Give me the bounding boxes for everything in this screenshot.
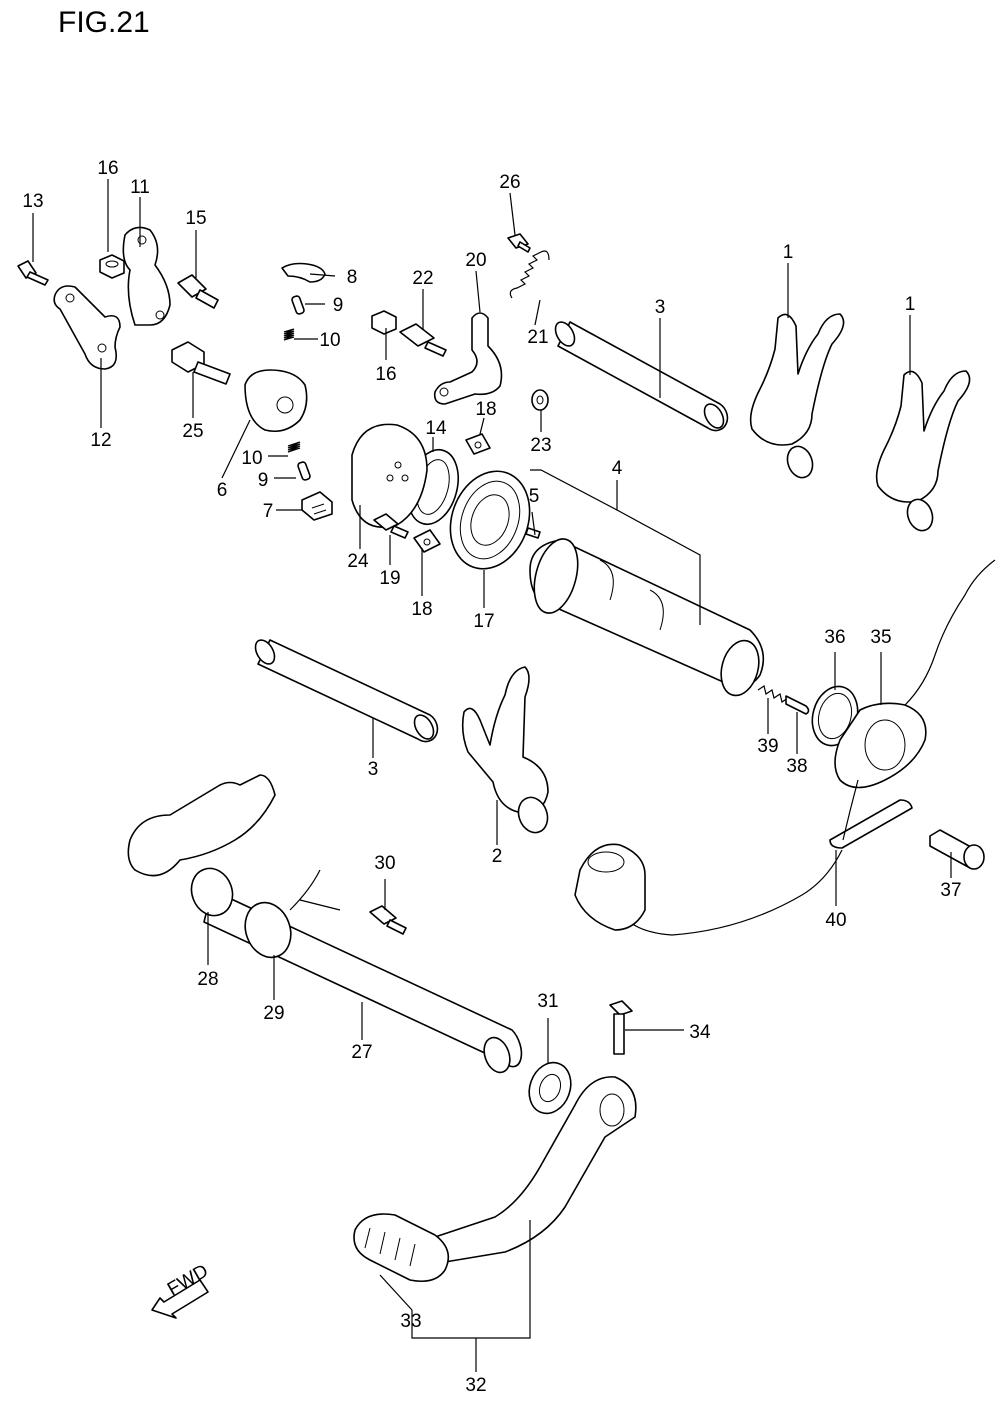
callout-label-9: 9 xyxy=(333,295,344,316)
part-35-switch xyxy=(834,559,996,789)
part-10-spring-lower xyxy=(287,441,301,453)
callout-label-19: 19 xyxy=(379,568,400,589)
callout-label-14: 14 xyxy=(425,418,447,439)
callout-label-6: 6 xyxy=(217,480,228,501)
callout-label-16: 16 xyxy=(375,364,396,385)
callout-label-15: 15 xyxy=(185,208,206,229)
part-3-shaft-upper xyxy=(554,321,729,432)
part-17-bearing xyxy=(449,470,531,570)
part-6-cam xyxy=(244,369,308,433)
part-23-washer xyxy=(531,389,549,411)
callout-label-8: 8 xyxy=(347,267,358,288)
part-40-clamp xyxy=(626,779,913,936)
leader-lines xyxy=(32,179,952,1372)
callout-label-34: 34 xyxy=(689,1022,711,1043)
callout-label-22: 22 xyxy=(412,268,433,289)
callout-label-38: 38 xyxy=(786,756,807,777)
callout-label-4: 4 xyxy=(612,458,623,479)
part-20-arm xyxy=(433,312,503,405)
callout-label-5: 5 xyxy=(529,486,540,507)
part-30-bolt xyxy=(369,905,407,935)
part-28-collar xyxy=(190,867,234,917)
part-19-bolt xyxy=(373,513,409,539)
part-21-spring xyxy=(509,250,550,299)
callout-label-29: 29 xyxy=(263,1003,284,1024)
callout-label-21: 21 xyxy=(527,327,548,348)
part-29-spring xyxy=(244,869,341,959)
figure-title: FIG.21 xyxy=(58,6,150,39)
part-37-bolt xyxy=(929,829,985,870)
callout-label-9: 9 xyxy=(258,470,269,491)
callout-label-23: 23 xyxy=(530,435,551,456)
part-4-shift-drum xyxy=(529,538,765,697)
callout-label-37: 37 xyxy=(940,880,961,901)
callout-label-10: 10 xyxy=(319,330,340,351)
callout-label-10: 10 xyxy=(241,448,262,469)
part-13-screw xyxy=(17,260,49,286)
callout-label-2: 2 xyxy=(492,846,503,867)
part-18-washer-lower xyxy=(413,529,441,553)
callout-label-31: 31 xyxy=(537,991,558,1012)
part-24-drum-plate xyxy=(351,423,428,529)
callout-label-24: 24 xyxy=(347,551,369,572)
part-12-plate xyxy=(53,285,121,370)
callout-label-7: 7 xyxy=(263,501,274,522)
callout-label-36: 36 xyxy=(824,627,845,648)
part-16-nut xyxy=(99,254,125,279)
part-16-nut-middle xyxy=(371,310,397,335)
callout-label-12: 12 xyxy=(90,430,111,451)
callout-label-25: 25 xyxy=(182,421,203,442)
part-11-plate xyxy=(122,226,171,326)
part-8-pawl xyxy=(281,262,326,283)
part-1-fork-a xyxy=(749,313,845,479)
callout-label-40: 40 xyxy=(825,910,846,931)
part-31-bearing xyxy=(528,1061,572,1115)
callout-label-18: 18 xyxy=(475,399,496,420)
part-25-stud xyxy=(171,341,231,385)
callout-label-13: 13 xyxy=(22,191,43,212)
part-18-washer-upper xyxy=(465,433,491,455)
callout-label-3: 3 xyxy=(655,297,666,318)
callout-label-1: 1 xyxy=(905,294,916,315)
part-connector xyxy=(574,843,646,931)
callout-label-16: 16 xyxy=(97,158,118,179)
callout-label-17: 17 xyxy=(473,611,494,632)
part-7-pawl xyxy=(301,491,333,521)
part-22-bolt xyxy=(399,323,447,357)
part-10-spring xyxy=(283,328,295,341)
part-38-pin xyxy=(785,695,810,715)
part-2-fork xyxy=(461,666,549,834)
callout-label-26: 26 xyxy=(499,172,520,193)
callout-label-39: 39 xyxy=(757,736,778,757)
part-15-bolt xyxy=(177,274,219,309)
callout-label-35: 35 xyxy=(870,627,891,648)
part-39-spring xyxy=(757,685,789,703)
part-27-shift-shaft xyxy=(127,774,523,1074)
part-3-shaft-lower xyxy=(254,639,439,743)
part-1-fork-b xyxy=(875,370,971,532)
callout-label-30: 30 xyxy=(374,853,395,874)
callout-label-18: 18 xyxy=(411,599,432,620)
part-9-pin-lower xyxy=(297,461,311,481)
callout-label-33: 33 xyxy=(400,1311,421,1332)
part-5-pin xyxy=(525,527,541,539)
fwd-arrow-icon: FWD xyxy=(151,1261,212,1319)
callout-label-3: 3 xyxy=(368,759,379,780)
part-32-shift-lever xyxy=(353,1076,637,1283)
callout-label-1: 1 xyxy=(783,242,794,263)
callout-label-20: 20 xyxy=(465,250,486,271)
part-34-bolt xyxy=(609,1000,633,1055)
callout-label-27: 27 xyxy=(351,1042,372,1063)
callout-label-28: 28 xyxy=(197,969,218,990)
part-9-pin xyxy=(291,295,305,315)
part-26-bolt xyxy=(507,233,531,253)
callout-label-11: 11 xyxy=(130,177,150,198)
callout-label-32: 32 xyxy=(465,1375,486,1396)
